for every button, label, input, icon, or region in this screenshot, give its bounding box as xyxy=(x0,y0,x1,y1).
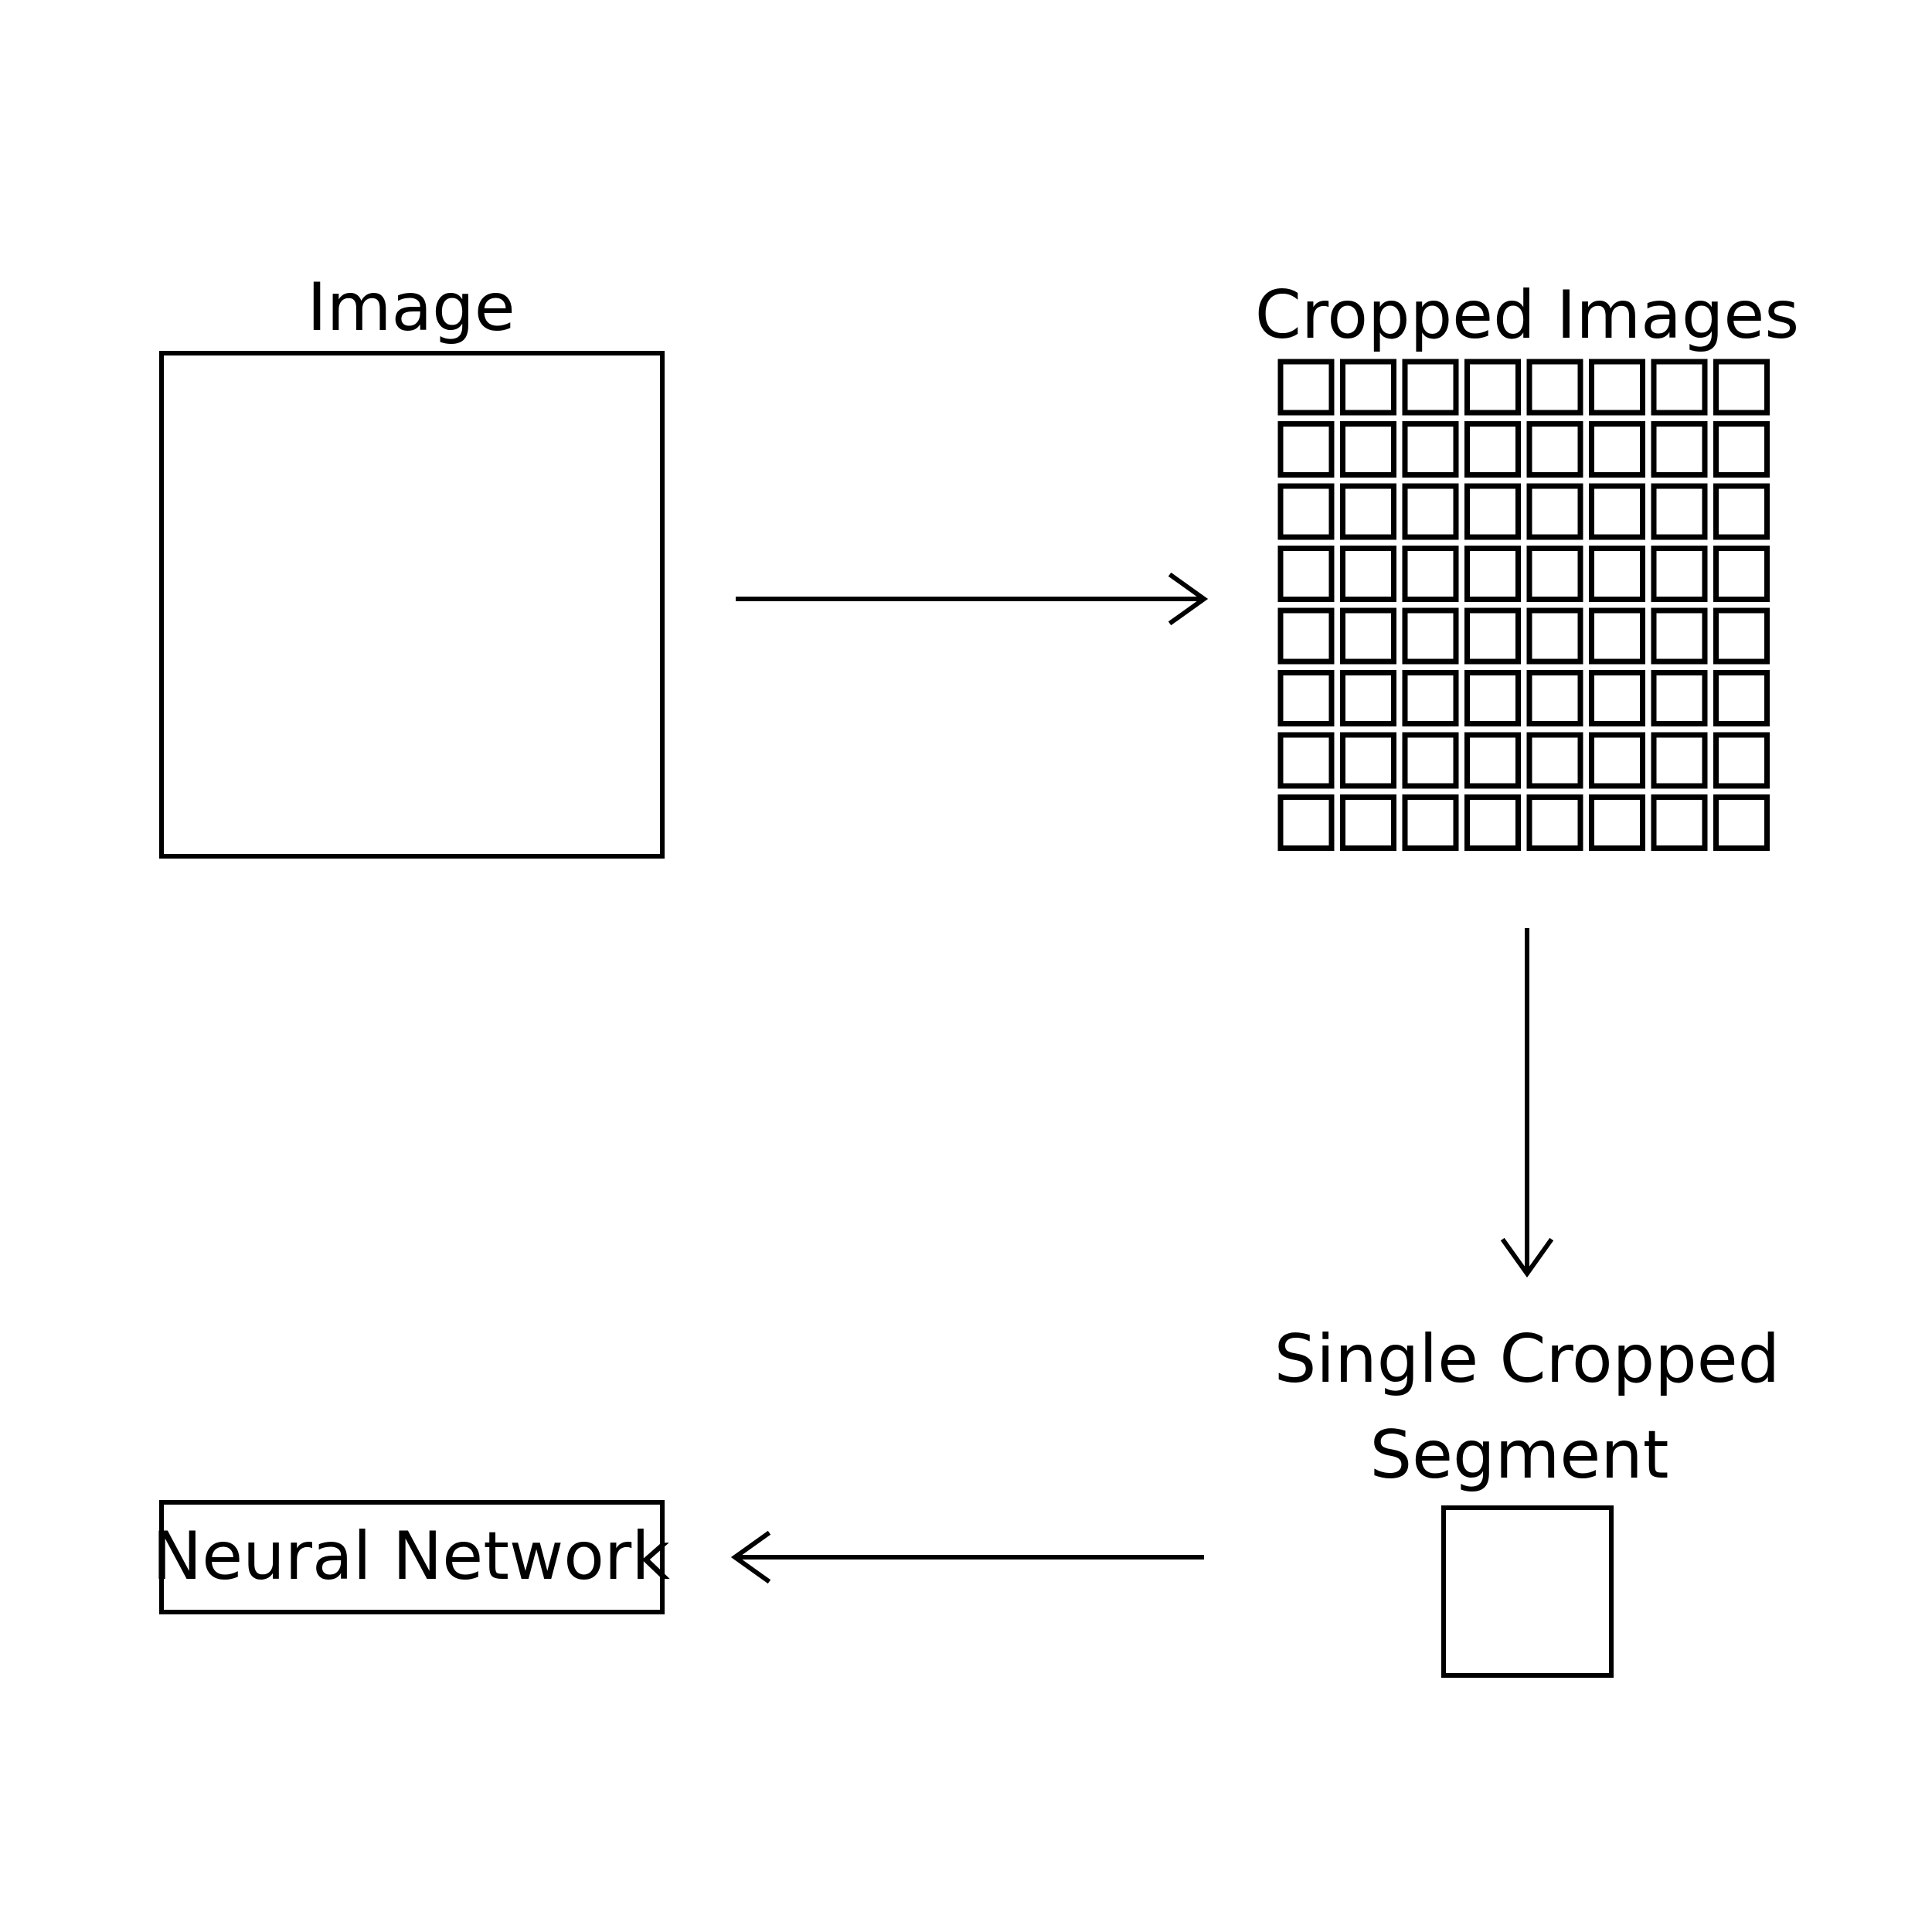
cropped-images-grid xyxy=(1277,359,1770,851)
cropped-image-cell xyxy=(1464,359,1521,416)
cropped-image-cell xyxy=(1402,546,1459,602)
cropped-image-cell xyxy=(1526,670,1583,726)
cropped-image-cell xyxy=(1526,732,1583,789)
cropped-image-cell xyxy=(1464,421,1521,478)
cropped-image-cell xyxy=(1464,794,1521,851)
cropped-image-cell xyxy=(1589,607,1645,665)
cropped-image-cell xyxy=(1277,794,1335,851)
cropped-image-cell xyxy=(1340,421,1396,478)
cropped-image-cell xyxy=(1526,794,1583,851)
cropped-image-cell xyxy=(1713,483,1770,540)
cropped-image-cell xyxy=(1651,607,1708,665)
cropped-image-cell xyxy=(1464,546,1521,602)
single-segment-box xyxy=(1441,1505,1614,1678)
cropped-image-cell xyxy=(1589,421,1645,478)
cropped-image-cell xyxy=(1277,359,1335,416)
cropped-image-cell xyxy=(1651,546,1708,602)
cropped-image-cell xyxy=(1464,732,1521,789)
cropped-images-label: Cropped Images xyxy=(1255,277,1799,354)
cropped-image-cell xyxy=(1651,421,1708,478)
cropped-image-cell xyxy=(1713,732,1770,789)
cropped-image-cell xyxy=(1402,670,1459,726)
arrow-cropped-to-segment xyxy=(1500,928,1554,1278)
cropped-image-cell xyxy=(1526,607,1583,665)
image-box xyxy=(159,351,665,859)
cropped-image-cell xyxy=(1277,607,1335,665)
cropped-image-cell xyxy=(1526,421,1583,478)
cropped-image-cell xyxy=(1589,483,1645,540)
cropped-image-cell xyxy=(1464,483,1521,540)
cropped-image-cell xyxy=(1713,421,1770,478)
cropped-image-cell xyxy=(1402,732,1459,789)
cropped-image-cell xyxy=(1651,794,1708,851)
image-label: Image xyxy=(307,269,515,346)
single-segment-label-line1: Single Cropped xyxy=(1274,1321,1781,1398)
cropped-image-cell xyxy=(1340,670,1396,726)
cropped-image-cell xyxy=(1340,359,1396,416)
cropped-image-cell xyxy=(1651,732,1708,789)
cropped-image-cell xyxy=(1402,359,1459,416)
cropped-image-cell xyxy=(1340,607,1396,665)
cropped-image-cell xyxy=(1713,670,1770,726)
neural-network-box xyxy=(159,1500,665,1614)
cropped-image-cell xyxy=(1651,670,1708,726)
cropped-image-cell xyxy=(1651,483,1708,540)
cropped-image-cell xyxy=(1464,607,1521,665)
cropped-image-cell xyxy=(1464,670,1521,726)
neural-network-label: Neural Network xyxy=(152,1518,670,1595)
cropped-image-cell xyxy=(1651,359,1708,416)
cropped-image-cell xyxy=(1340,794,1396,851)
arrow-segment-to-network xyxy=(730,1530,1204,1584)
cropped-image-cell xyxy=(1277,546,1335,602)
cropped-image-cell xyxy=(1589,670,1645,726)
cropped-image-cell xyxy=(1402,794,1459,851)
cropped-image-cell xyxy=(1340,732,1396,789)
cropped-image-cell xyxy=(1713,794,1770,851)
cropped-image-cell xyxy=(1277,732,1335,789)
cropped-image-cell xyxy=(1526,359,1583,416)
cropped-image-cell xyxy=(1340,546,1396,602)
cropped-image-cell xyxy=(1340,483,1396,540)
cropped-image-cell xyxy=(1277,421,1335,478)
cropped-image-cell xyxy=(1713,546,1770,602)
cropped-image-cell xyxy=(1526,483,1583,540)
single-segment-label-line2: Segment xyxy=(1370,1417,1669,1494)
cropped-image-cell xyxy=(1277,670,1335,726)
cropped-image-cell xyxy=(1713,359,1770,416)
cropped-image-cell xyxy=(1589,732,1645,789)
cropped-image-cell xyxy=(1402,483,1459,540)
cropped-image-cell xyxy=(1402,421,1459,478)
cropped-image-cell xyxy=(1402,607,1459,665)
cropped-image-cell xyxy=(1589,359,1645,416)
cropped-image-cell xyxy=(1713,607,1770,665)
cropped-image-cell xyxy=(1526,546,1583,602)
cropped-image-cell xyxy=(1277,483,1335,540)
cropped-image-cell xyxy=(1589,546,1645,602)
cropped-image-cell xyxy=(1589,794,1645,851)
arrow-image-to-cropped xyxy=(736,572,1209,626)
